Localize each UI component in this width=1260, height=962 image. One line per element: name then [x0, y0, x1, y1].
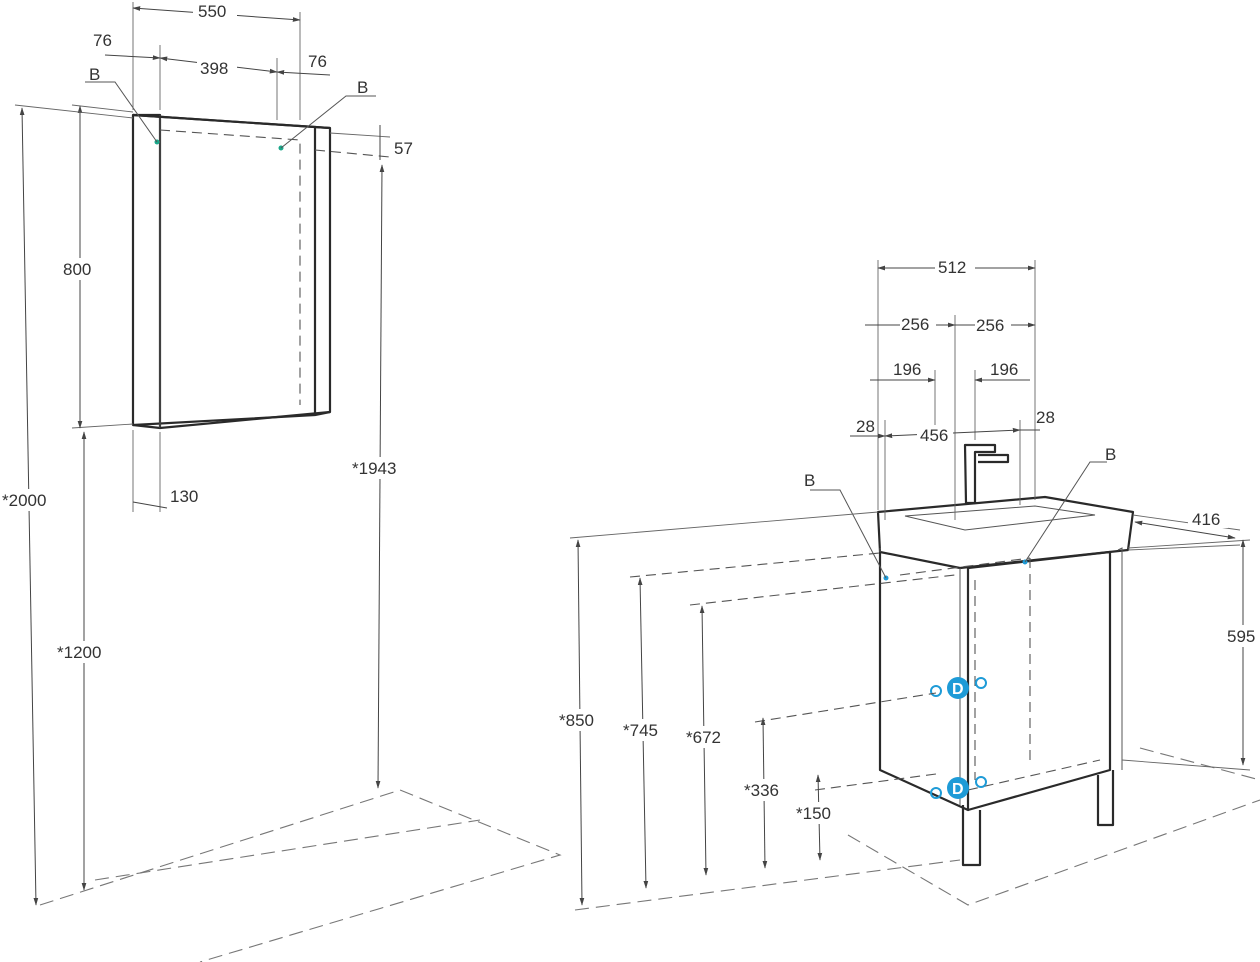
dim-vanity-height-850: *850	[557, 511, 879, 906]
dim-28-left-label: 28	[856, 417, 875, 436]
dim-vanity-offsets: 196 196	[870, 360, 1030, 440]
dim-cabinet-segments: 76 398 76	[93, 31, 331, 120]
floor-right	[574, 747, 1260, 911]
dim-256-right-label: 256	[976, 316, 1004, 335]
dim-150-label: *150	[796, 804, 831, 823]
dim-1943-label: *1943	[352, 459, 396, 478]
dim-cabinet-depth-top: 57	[314, 125, 413, 160]
dim-vanity-height-336: *336	[742, 692, 937, 869]
dim-512-label: 512	[938, 258, 966, 277]
dim-456-label: 456	[920, 426, 948, 445]
dim-745-label: *745	[623, 721, 658, 740]
vanity-markers: B B	[804, 445, 1116, 581]
marker-b-vanity-right: B	[1105, 445, 1116, 464]
dim-vanity-height-745: *745	[620, 552, 881, 889]
dim-398-label: 398	[200, 59, 228, 78]
connector-top: D	[930, 677, 987, 699]
dim-cabinet-top: *1943	[350, 164, 412, 789]
dim-196-right-label: 196	[990, 360, 1018, 379]
dim-1200-label: *1200	[57, 643, 101, 662]
connector-top-label: D	[952, 681, 964, 698]
marker-b-cabinet-right: B	[357, 78, 368, 97]
dim-672-label: *672	[686, 728, 721, 747]
dim-256-left-label: 256	[901, 315, 929, 334]
marker-b-vanity-left: B	[804, 471, 815, 490]
connector-bottom-label: D	[952, 781, 964, 798]
dim-57-label: 57	[394, 139, 413, 158]
dim-196-left-label: 196	[893, 360, 921, 379]
marker-b-cabinet-left: B	[89, 65, 100, 84]
dim-cabinet-depth-bottom: 130	[132, 430, 198, 512]
dim-vanity-width: 512	[877, 256, 1036, 510]
dim-336-label: *336	[744, 781, 779, 800]
dim-76-right-label: 76	[308, 52, 327, 71]
dim-76-left-label: 76	[93, 31, 112, 50]
dim-vanity-halves: 256 256	[865, 313, 1036, 520]
dim-vanity-height-150: *150	[794, 773, 937, 861]
connector-bottom: D	[930, 776, 987, 799]
dim-130-label: 130	[170, 487, 198, 506]
dim-vanity-height-672: *672	[684, 574, 956, 876]
dim-595-label: 595	[1227, 627, 1255, 646]
dim-cabinet-height: 800	[60, 104, 134, 429]
dim-cabinet-width: 550	[132, 0, 301, 120]
dim-800-label: 800	[63, 260, 91, 279]
dim-550-label: 550	[198, 2, 226, 21]
dim-vanity-body-height: 595	[1121, 539, 1260, 771]
dim-vanity-depth: 416	[1127, 508, 1241, 551]
dim-28-right-label: 28	[1036, 408, 1055, 427]
dim-cabinet-mount: *1200	[55, 431, 115, 891]
vanity-unit	[876, 443, 1135, 867]
wall-cabinet	[85, 81, 376, 430]
dim-416-label: 416	[1192, 510, 1220, 529]
dim-vanity-edges: 28 456 28	[850, 408, 1055, 520]
dim-850-label: *850	[559, 711, 594, 730]
dim-2000-label: *2000	[2, 491, 46, 510]
dim-total-height: *2000	[0, 104, 134, 906]
floor-left	[39, 789, 562, 962]
